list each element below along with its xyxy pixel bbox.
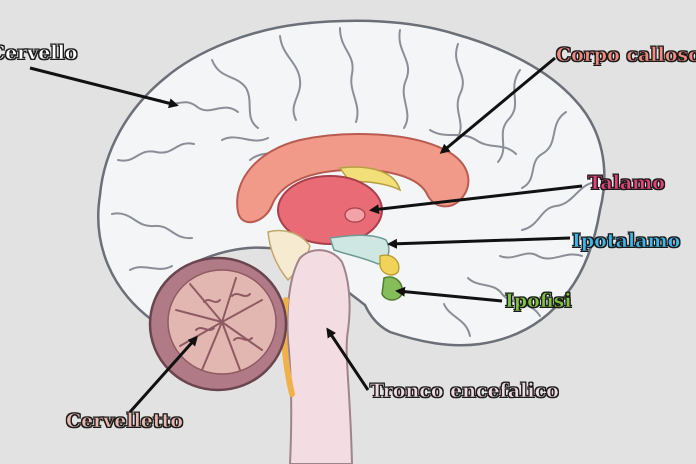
label-cervello: Cervello xyxy=(0,42,78,64)
thalamus-nucleus xyxy=(344,207,366,223)
brainstem xyxy=(286,249,354,464)
label-ipotalamo: Ipotalamo xyxy=(572,230,681,252)
arrow-cervelletto xyxy=(128,335,198,413)
arrow-cervello xyxy=(29,66,179,109)
label-ipofisi: Ipofisi xyxy=(505,290,572,312)
label-talamo: Talamo xyxy=(588,172,666,194)
mammillary-body xyxy=(379,254,400,276)
arrow-tronco xyxy=(326,327,370,391)
corpus-callosum xyxy=(236,133,470,224)
label-tronco-encefalico: Tronco encefalico xyxy=(370,380,559,402)
label-corpo-calloso: Corpo calloso xyxy=(556,44,696,66)
arrow-talamo xyxy=(369,184,583,215)
arrow-ipofisi xyxy=(395,286,503,303)
cerebrum-folds xyxy=(111,27,597,337)
fornix xyxy=(338,166,402,192)
cerebellum xyxy=(148,256,288,392)
pointer-arrows xyxy=(29,56,583,413)
arrow-corpo-calloso xyxy=(439,56,556,154)
arrow-ipotalamo xyxy=(387,236,571,249)
label-cervelletto: Cervelletto xyxy=(66,410,184,432)
